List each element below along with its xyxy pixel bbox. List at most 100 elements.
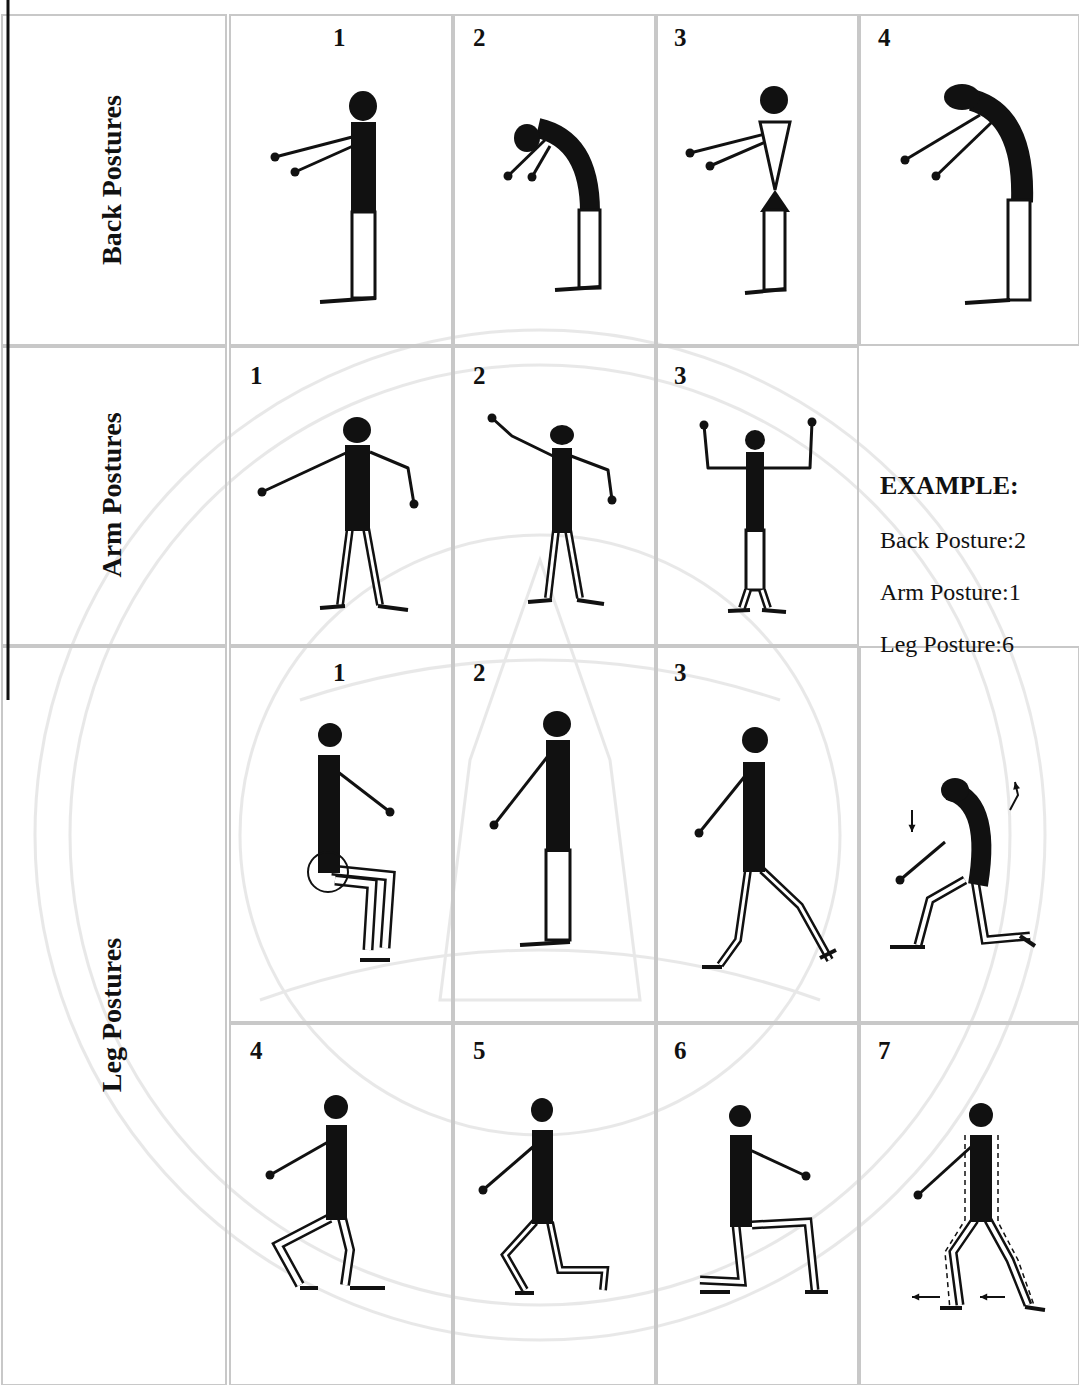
figure-arm xyxy=(483,1146,534,1190)
figure-torso xyxy=(532,1130,553,1224)
figure-leg-fill xyxy=(278,1218,330,1285)
figure-leg xyxy=(762,590,768,608)
table-cell xyxy=(657,347,858,645)
figure-legs xyxy=(579,210,600,288)
figure-hand xyxy=(808,418,817,427)
figure-leg-fill xyxy=(720,870,748,965)
figure-leg xyxy=(700,1225,742,1282)
posture-number: 4 xyxy=(878,24,891,52)
figure-head xyxy=(543,711,571,737)
figure-head xyxy=(729,1105,751,1127)
figure-leg xyxy=(752,1222,815,1290)
figure-hand xyxy=(490,821,499,830)
figure-arm xyxy=(750,1150,806,1176)
figure-foot xyxy=(350,1286,385,1290)
figure-arm xyxy=(699,776,745,833)
figure-foot xyxy=(1025,1307,1045,1310)
figure-legs xyxy=(764,210,785,290)
figure-hand xyxy=(266,1171,275,1180)
figure-foot xyxy=(805,1290,828,1294)
figure-torso xyxy=(746,452,764,532)
figure-arm xyxy=(370,452,414,504)
figure-torso xyxy=(345,445,370,531)
figure-arm xyxy=(900,842,945,880)
arrow-head xyxy=(1013,782,1020,790)
figure-torso xyxy=(326,1125,347,1220)
figure-leg xyxy=(548,530,556,598)
figure-head xyxy=(742,727,768,753)
figure-hand xyxy=(700,421,709,430)
figure-foot xyxy=(378,606,408,610)
figure-head xyxy=(944,84,980,110)
figure-leg-fill xyxy=(366,528,380,605)
stick-figures xyxy=(258,84,1046,1310)
figure-foot xyxy=(1020,936,1035,946)
figure-foot xyxy=(515,1291,534,1295)
figure-hand xyxy=(291,168,300,177)
figure-leg xyxy=(366,528,380,605)
seat-marker xyxy=(308,852,348,892)
posture-number: 1 xyxy=(250,362,263,390)
figure-foot xyxy=(745,289,786,293)
figure-leg xyxy=(720,870,748,965)
figure-arm xyxy=(270,1142,328,1175)
figure-legs xyxy=(746,530,764,590)
table-cell xyxy=(860,15,1079,345)
figure-head xyxy=(550,425,574,445)
row-header: Leg Postures xyxy=(97,938,128,1092)
figure-hand xyxy=(504,172,513,181)
seal-ring xyxy=(70,365,1010,1305)
example-line: Back Posture:2 xyxy=(880,527,1026,553)
figure-foot xyxy=(320,298,376,302)
table-cell xyxy=(2,347,226,645)
figure-leg xyxy=(340,528,350,605)
figure-arm xyxy=(704,425,747,468)
figure-foot xyxy=(762,610,786,612)
posture-number: 3 xyxy=(674,24,687,52)
figure-foot xyxy=(700,1290,730,1294)
figure-head xyxy=(969,1103,993,1127)
figure-hand xyxy=(271,153,280,162)
figure-foot xyxy=(555,287,600,290)
figure-foot xyxy=(300,1286,318,1290)
table-cell xyxy=(230,647,452,1022)
figure-leg-fill xyxy=(342,1218,350,1285)
figure-hand xyxy=(608,496,617,505)
figure-foot xyxy=(520,942,570,945)
row-header: Back Postures xyxy=(97,95,128,265)
watermark-seal xyxy=(35,330,1045,1340)
figure-leg-fill xyxy=(975,880,1030,940)
figure-hand xyxy=(802,1172,811,1181)
table-cell xyxy=(230,1024,452,1385)
figure-foot xyxy=(820,950,836,958)
figure-arm xyxy=(571,456,612,500)
table-cell xyxy=(860,1024,1079,1385)
seal-emblem xyxy=(440,560,640,1000)
figure-leg-fill xyxy=(988,1220,1028,1305)
figure-leg-fill xyxy=(918,880,965,945)
figure-torso xyxy=(351,122,376,214)
figure-hand xyxy=(528,173,537,182)
figure-hand xyxy=(914,1191,923,1200)
figure-legs xyxy=(546,850,570,940)
posture-number: 3 xyxy=(674,659,687,687)
row-header: Arm Postures xyxy=(97,412,128,577)
figure-head xyxy=(514,124,540,152)
figure-foot xyxy=(320,606,345,608)
figure-leg-fill xyxy=(568,530,580,598)
figure-head xyxy=(941,778,969,802)
figure-leg xyxy=(953,1220,975,1305)
figure-head xyxy=(760,86,788,114)
figure-torso xyxy=(318,755,340,873)
posture-number: 2 xyxy=(473,659,486,687)
seal-ring xyxy=(240,535,840,1135)
figure-leg xyxy=(742,590,748,608)
posture-number: 4 xyxy=(250,1037,263,1065)
figure-hand xyxy=(386,808,395,817)
figure-arm xyxy=(262,452,348,492)
figure-arm xyxy=(690,134,765,153)
table-cell xyxy=(230,15,452,345)
table-cell xyxy=(230,347,452,645)
figure-foot xyxy=(890,945,925,949)
